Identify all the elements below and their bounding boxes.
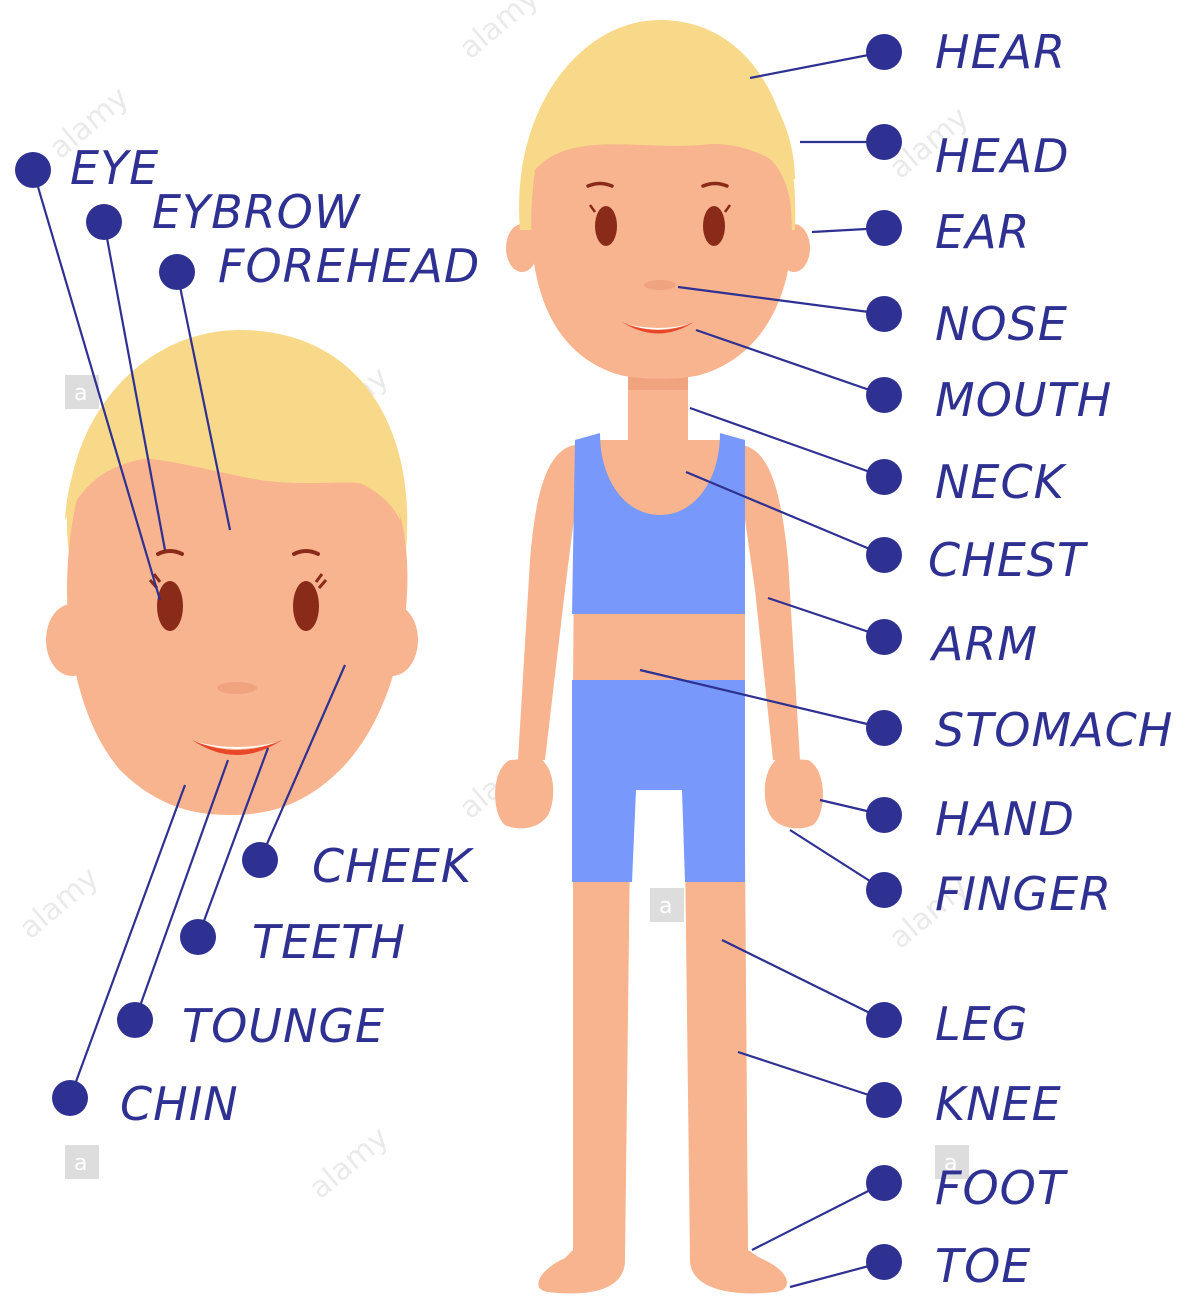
watermark-badge: a	[65, 1145, 99, 1179]
watermark-text: alamy	[453, 0, 546, 66]
leader-leg	[722, 940, 884, 1020]
watermark-badge-text: a	[74, 381, 87, 406]
label-nose: NOSE	[935, 297, 1068, 351]
dot-eye	[15, 152, 51, 188]
dot-mouth	[866, 377, 902, 413]
dot-leg	[866, 1002, 902, 1038]
label-cheek: CHEEK	[312, 839, 475, 893]
right-arm	[738, 445, 800, 760]
dot-knee	[866, 1082, 902, 1118]
right-leg	[685, 850, 787, 1293]
label-teeth: TEETH	[252, 915, 406, 969]
body-illustration	[495, 20, 823, 1293]
label-mouth: MOUTH	[935, 373, 1112, 427]
dot-head	[866, 124, 902, 160]
label-leg: LEG	[935, 997, 1028, 1051]
dot-eyebrow	[86, 204, 122, 240]
dot-hand	[866, 797, 902, 833]
left-eye	[157, 581, 183, 631]
dot-foot	[866, 1165, 902, 1201]
dot-tounge	[117, 1002, 153, 1038]
label-tounge: TOUNGE	[182, 999, 385, 1053]
label-hand: HAND	[935, 792, 1075, 846]
leader-knee	[738, 1052, 884, 1100]
label-neck: NECK	[935, 455, 1068, 509]
dot-finger	[866, 872, 902, 908]
body-right-eye	[703, 206, 725, 246]
label-eyebrow: EYBROW	[152, 185, 361, 239]
label-foot: FOOT	[935, 1161, 1069, 1215]
leader-foot	[752, 1183, 884, 1250]
dot-nose	[866, 296, 902, 332]
body-nose	[644, 280, 676, 290]
right-hand	[765, 758, 823, 828]
left-hand	[495, 758, 553, 828]
nose	[217, 682, 257, 694]
shorts	[572, 680, 745, 882]
dot-chin	[52, 1080, 88, 1116]
label-toe: TOE	[935, 1239, 1031, 1293]
label-stomach: STOMACH	[935, 703, 1173, 757]
label-forehead: FOREHEAD	[218, 239, 480, 293]
dot-hear	[866, 34, 902, 70]
label-knee: KNEE	[935, 1077, 1062, 1131]
body-face	[531, 144, 792, 379]
label-head: HEAD	[935, 129, 1070, 183]
label-hear: HEAR	[935, 25, 1066, 79]
dot-arm	[866, 619, 902, 655]
watermark-badge: a	[650, 888, 684, 922]
watermark-badge: a	[65, 375, 99, 409]
body-left-eye	[595, 206, 617, 246]
dot-toe	[866, 1244, 902, 1280]
face	[67, 457, 407, 815]
dot-chest	[866, 537, 902, 573]
dot-teeth	[180, 919, 216, 955]
right-eye	[293, 581, 319, 631]
label-arm: ARM	[929, 617, 1038, 671]
label-eye: EYE	[70, 141, 159, 195]
dot-ear	[866, 210, 902, 246]
watermark-text: alamy	[303, 1120, 396, 1206]
label-ear: EAR	[935, 205, 1031, 259]
dot-neck	[866, 459, 902, 495]
dot-forehead	[159, 254, 195, 290]
dot-stomach	[866, 710, 902, 746]
left-leg	[538, 850, 630, 1293]
leader-chin	[70, 785, 185, 1098]
body-labels: HEAR HEAD EAR NOSE MOUTH NECK CHEST ARM …	[928, 25, 1173, 1293]
leader-hear	[750, 52, 884, 78]
label-chin: CHIN	[120, 1077, 239, 1131]
label-chest: CHEST	[928, 533, 1089, 587]
dot-cheek	[242, 842, 278, 878]
watermark-text: alamy	[13, 860, 106, 946]
left-arm	[518, 445, 580, 760]
label-finger: FINGER	[935, 867, 1112, 921]
watermark-badge-text: a	[659, 894, 672, 919]
watermark-badge-text: a	[74, 1151, 87, 1176]
